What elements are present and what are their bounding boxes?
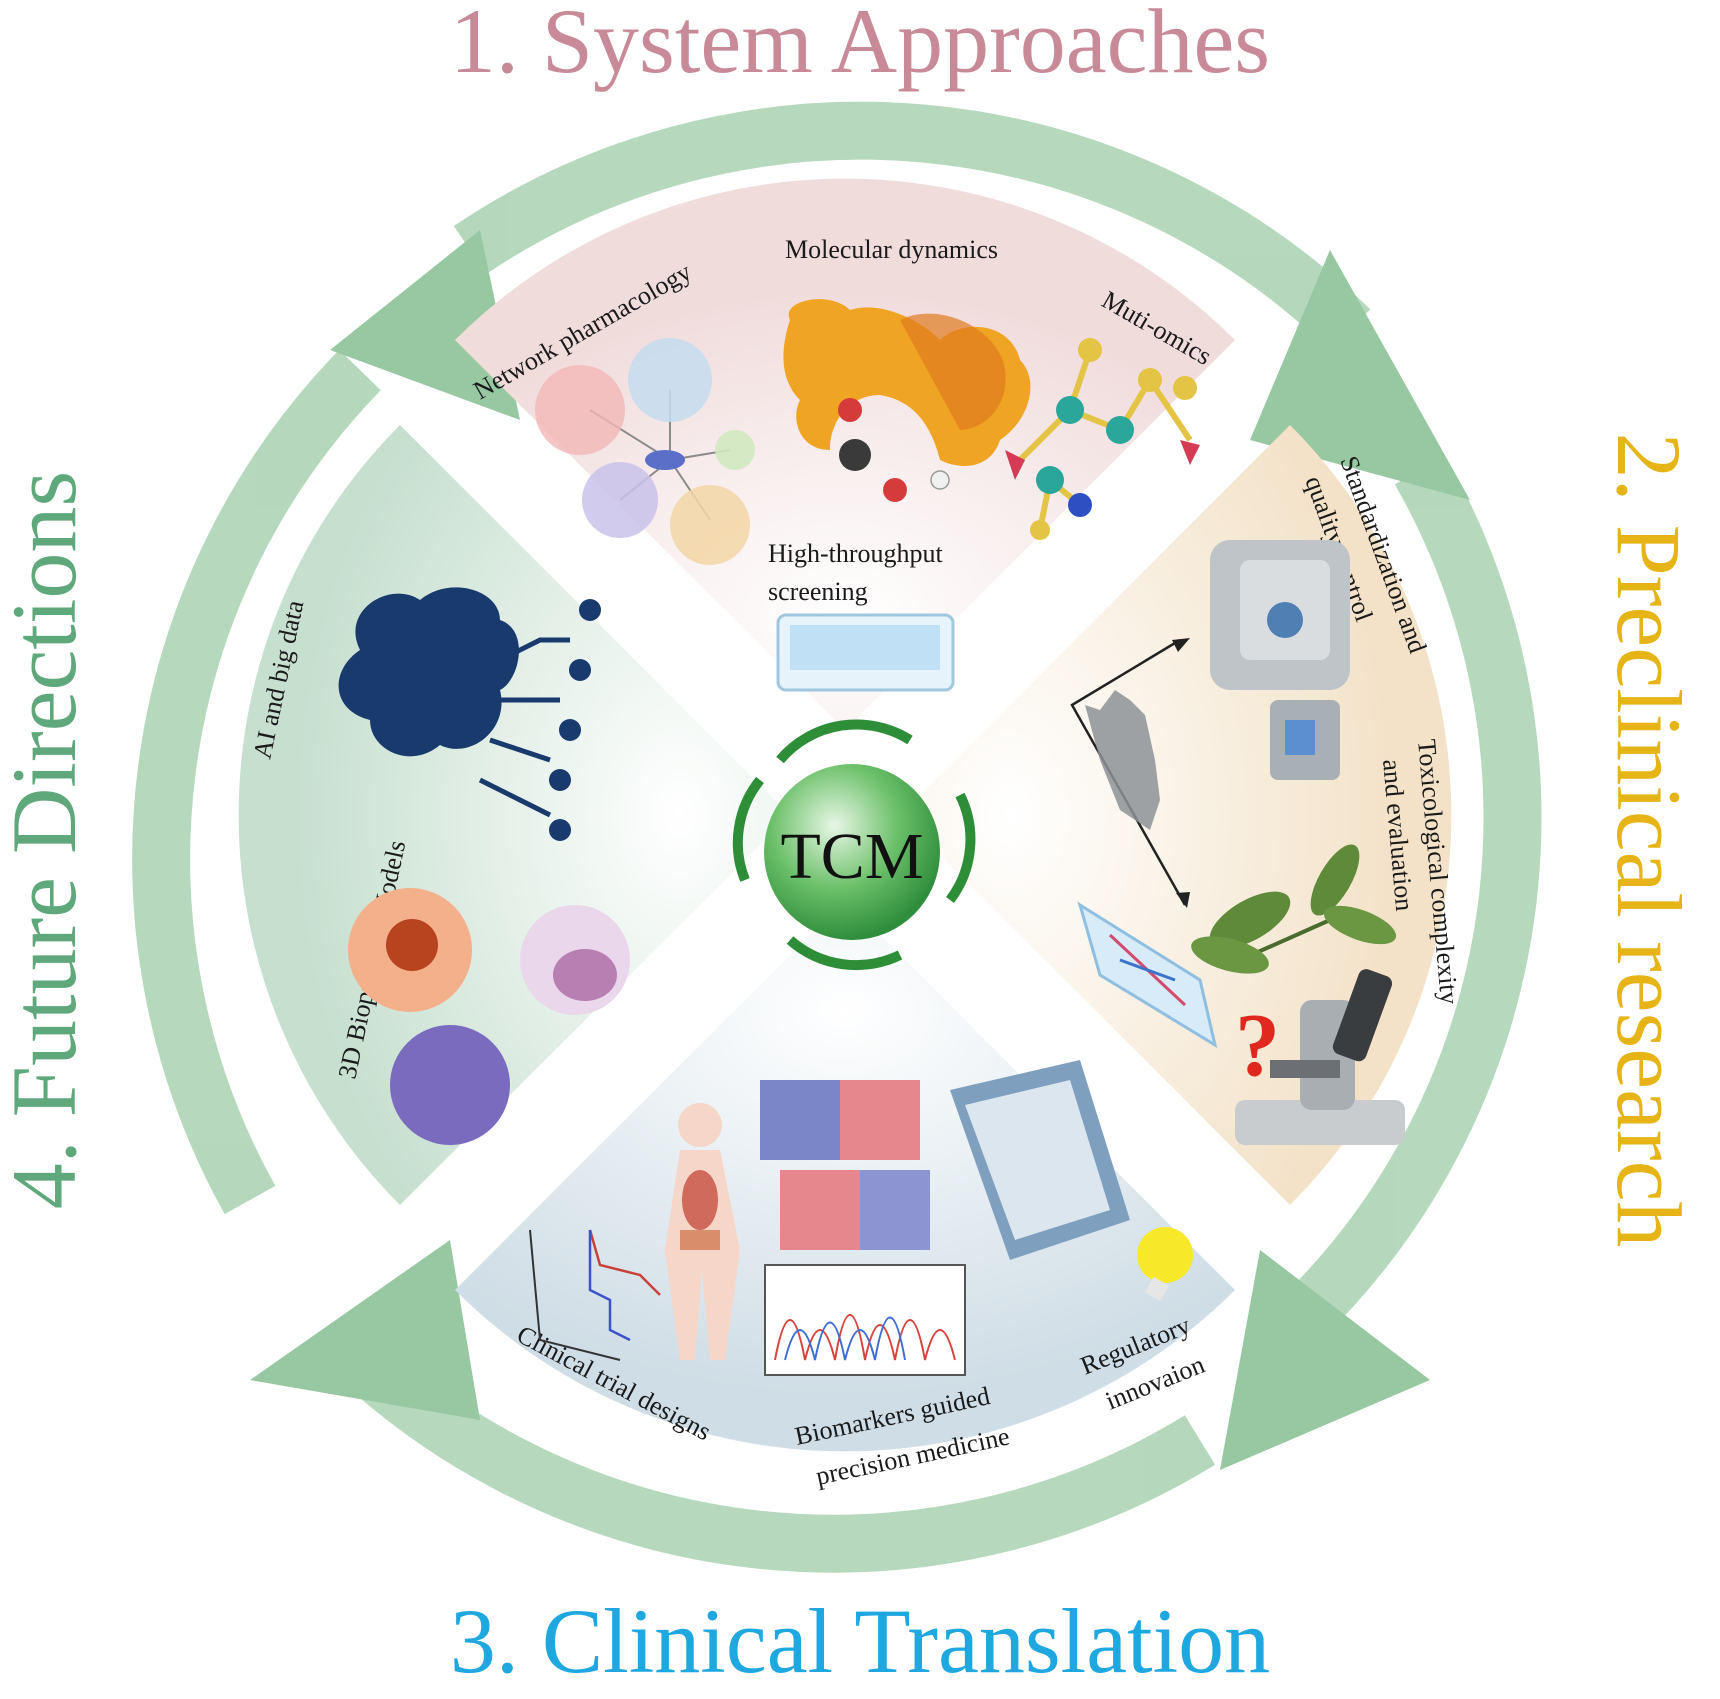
arrowhead-top-left	[330, 230, 520, 420]
arc-left-arrow	[132, 349, 381, 1215]
title-future: 4. Future Directions	[0, 471, 95, 1209]
tcm-sphere	[764, 764, 940, 940]
herb-plant-icon	[1191, 844, 1397, 974]
human-anatomy-icon	[665, 1103, 740, 1360]
arrowhead-bottom-left	[250, 1240, 480, 1420]
cell-cluster-icon	[348, 888, 630, 1145]
label-hts-line2: screening	[768, 577, 868, 606]
hospital-building-icon	[950, 1060, 1130, 1260]
chromatogram-icon	[1070, 638, 1190, 908]
multi-omics-icon	[1005, 338, 1200, 540]
mass-spectrometer-icon	[1210, 540, 1350, 780]
network-icon	[535, 338, 755, 565]
title-preclinical: 2. Preclinical research	[1598, 433, 1700, 1248]
arrowhead-top-right	[1250, 250, 1470, 500]
microfluidic-chip-icon	[1077, 901, 1218, 1049]
arrow-heads	[250, 230, 1470, 1470]
question-mark-icon: ?	[1235, 996, 1280, 1095]
cycle-arrows	[132, 101, 1542, 1573]
label-hts-line1: High-throughput	[768, 539, 944, 568]
title-clinical: 3. Clinical Translation	[450, 1590, 1270, 1692]
heatmap-icon	[760, 1080, 930, 1250]
survival-curve-icon	[529, 1229, 661, 1361]
sequencing-trace-icon	[764, 1264, 966, 1376]
tcm-arrow-top	[776, 719, 913, 764]
hts-plate-icon	[776, 613, 955, 692]
arc-top-arrow	[453, 101, 1371, 351]
tcm-arrow-right	[945, 792, 976, 904]
tcm-arrow-left	[732, 776, 764, 882]
arc-bottom-arrow	[309, 1309, 1216, 1573]
molecular-dynamics-icon	[783, 299, 1031, 502]
light-bulb-icon	[1137, 1227, 1193, 1302]
microscope-icon	[1235, 969, 1405, 1145]
future-directions-panel: AI and big data 3D Bioprinting Models	[248, 587, 630, 1145]
tcm-center: TCM	[732, 719, 976, 971]
arc-right-arrow	[1279, 455, 1542, 1341]
tcm-arrow-bottom	[786, 936, 903, 971]
arrowhead-bottom-right	[1220, 1250, 1430, 1470]
tcm-label: TCM	[780, 820, 923, 893]
label-molecular-dynamics: Molecular dynamics	[785, 235, 998, 264]
title-system-approaches: 1. System Approaches	[450, 0, 1270, 92]
ai-brain-icon	[338, 587, 601, 841]
